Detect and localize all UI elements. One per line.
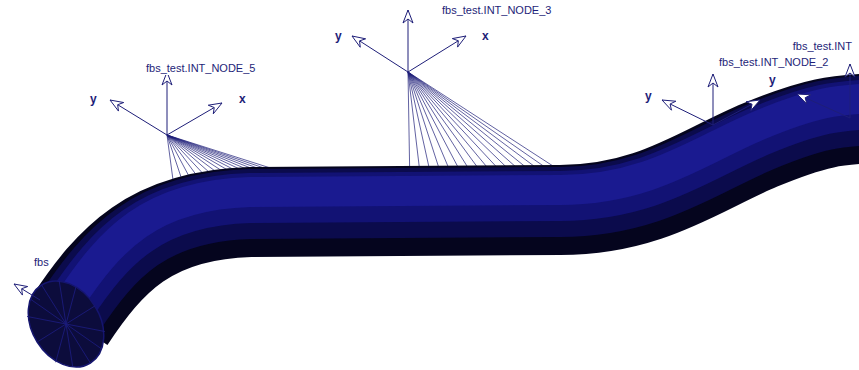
axis-head [797,94,811,104]
axis-line [167,103,222,135]
axis-line [713,100,760,125]
pipe-highlight [70,98,859,300]
axis-line [408,36,466,72]
node-name: fbs [33,256,50,269]
axis-head [403,10,413,23]
axis-arrow [162,72,172,135]
coordinate-triads [14,10,855,300]
axis-arrow [403,10,413,72]
axis-label: y [89,93,98,106]
axis-line [14,284,40,300]
axis-arrow [110,100,167,135]
axis-label: y [334,30,343,43]
axis-head [708,74,718,87]
axis-arrow [797,94,850,118]
axis-head [662,100,676,110]
axis-arrow [408,36,466,72]
axis-arrow [662,100,713,125]
axis-line [352,36,408,72]
axis-head [452,36,466,47]
axis-arrow [708,74,718,125]
axis-label: y [768,74,777,87]
axis-label: x [238,93,247,106]
pipe-end-cap [13,267,119,370]
axis-line [662,100,713,125]
axis-arrow [845,64,855,118]
axis-head [110,100,124,111]
axis-arrow [713,100,760,125]
node-name: fbs_test.INT [792,40,853,53]
node-name: fbs_test.INT_NODE_3 [441,4,552,17]
node-name: fbs_test.INT_NODE_2 [718,56,829,69]
axis-arrow [14,284,40,300]
axis-head [845,64,855,77]
node-name: fbs_test.INT_NODE_5 [145,62,256,75]
axis-head [14,284,28,295]
axis-line [110,100,167,135]
bent-pipe [13,98,859,370]
axis-head [352,36,366,47]
axis-arrow [352,36,408,72]
axis-label: x [481,30,490,43]
axis-arrow [167,103,222,135]
axis-head [208,103,222,114]
axis-line [797,94,850,118]
axis-head [746,100,760,111]
axis-label: y [644,90,653,103]
